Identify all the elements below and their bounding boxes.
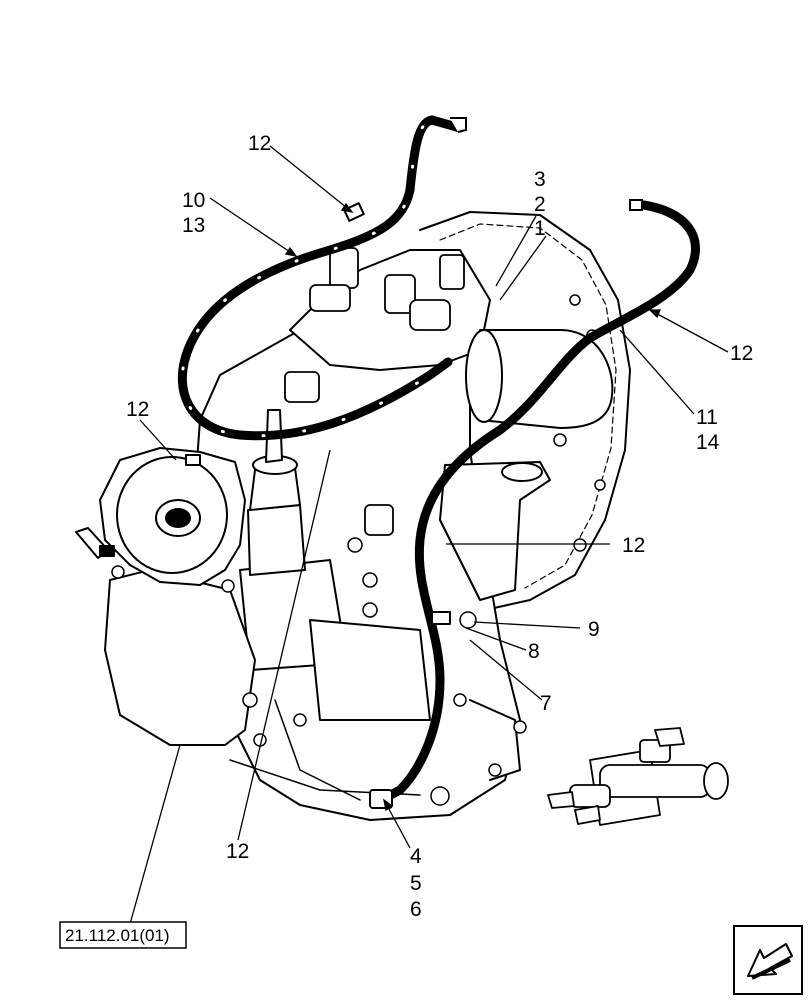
- solenoid-valves: [284, 247, 465, 536]
- callout-4: 4: [410, 845, 422, 868]
- callout-7: 7: [540, 692, 552, 715]
- callout-2: 2: [534, 193, 546, 216]
- callout-12-right: 12: [730, 342, 753, 365]
- callout-5: 5: [410, 872, 422, 895]
- callout-12-bottom: 12: [226, 840, 249, 863]
- hose-clamps: [185, 202, 451, 809]
- hose-end-fitting: [629, 199, 643, 211]
- hose-11-14: [380, 199, 700, 803]
- callout-1: 1: [534, 217, 546, 240]
- clutch-cylinder: [465, 329, 614, 429]
- reference-box[interactable]: 21.112.01(01): [59, 921, 187, 949]
- sensor-plug: [75, 527, 115, 559]
- hose-10-13: [177, 115, 467, 441]
- callout-6: 6: [410, 898, 422, 921]
- callout-12-left: 12: [126, 398, 149, 421]
- callout-11: 11: [696, 406, 718, 429]
- callout-8: 8: [528, 640, 540, 663]
- next-page-arrow-icon[interactable]: [733, 925, 803, 995]
- callout-13: 13: [182, 214, 205, 237]
- callout-12-top: 12: [248, 132, 271, 155]
- shift-tower: [247, 409, 306, 576]
- callout-12-mid: 12: [622, 534, 645, 557]
- callout-14: 14: [696, 431, 720, 454]
- leader-lines: [129, 145, 729, 925]
- solenoid-valve-assembly: [547, 727, 729, 826]
- callout-10: 10: [182, 189, 205, 212]
- reference-label: 21.112.01(01): [65, 926, 170, 945]
- bolt-heads: [111, 294, 606, 806]
- front-output-flange: [99, 447, 246, 586]
- hose-end-fitting: [450, 117, 467, 133]
- callout-3: 3: [534, 168, 546, 191]
- callout-9: 9: [588, 618, 600, 641]
- lower-bracket: [439, 461, 551, 601]
